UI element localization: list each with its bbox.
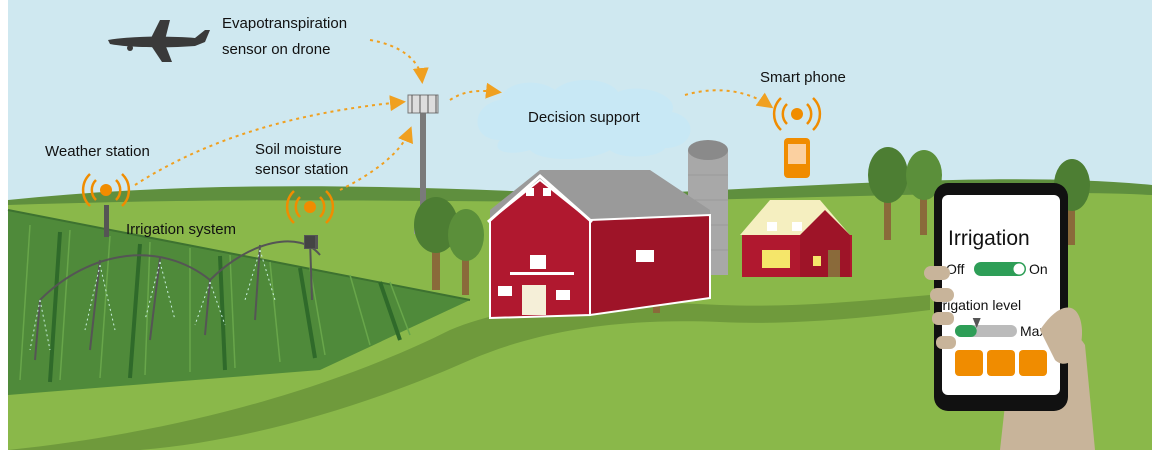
drone-icon xyxy=(108,20,210,62)
slider-fill xyxy=(955,325,977,337)
level-max-label: Max xyxy=(1020,323,1046,339)
arrow-drone-to-tower xyxy=(369,39,429,84)
weather-station-label: Weather station xyxy=(45,143,150,160)
phone-action-button-1[interactable] xyxy=(955,350,983,376)
irrigation-system-label: Irrigation system xyxy=(126,221,236,238)
phone-action-button-3[interactable] xyxy=(1019,350,1047,376)
finger xyxy=(924,266,950,280)
weather-station xyxy=(81,173,131,237)
signal-dot-icon xyxy=(304,201,316,213)
dirt-path xyxy=(8,295,930,450)
soil-moisture-label-line2: sensor station xyxy=(255,161,348,178)
irrigation-toggle[interactable] xyxy=(974,262,1026,276)
toggle-on-label: On xyxy=(1029,261,1048,277)
smart-phone-label: Smart phone xyxy=(760,69,846,86)
data-flow-arrows xyxy=(134,39,774,191)
finger xyxy=(930,288,954,302)
slider-thumb-icon[interactable] xyxy=(972,318,981,328)
decision-support-label: Decision support xyxy=(528,109,641,126)
soil-moisture-label-line1: Soil moisture xyxy=(255,141,342,158)
signal-dot-icon xyxy=(100,184,112,196)
signal-waves-icon xyxy=(90,179,122,201)
signal-waves-icon xyxy=(294,196,326,218)
hand-with-phone: Irrigation Off On Irrigation level Max xyxy=(924,183,1095,450)
arrow-weather-to-tower xyxy=(134,95,406,186)
phone-action-button-2[interactable] xyxy=(987,350,1015,376)
phone-app-title: Irrigation xyxy=(948,227,1030,250)
red-barn xyxy=(487,170,711,320)
farmhouse xyxy=(740,200,852,277)
finger xyxy=(932,312,954,325)
thumb xyxy=(1040,307,1083,364)
arrow-soil-to-tower xyxy=(339,126,413,191)
toggle-off-label: Off xyxy=(946,261,965,277)
finger xyxy=(936,336,956,349)
drone-label-line1: Evapotranspiration xyxy=(222,15,347,32)
smartphone-icon xyxy=(772,97,822,178)
soil-moisture-station xyxy=(285,190,335,248)
drone-label-line2: sensor on drone xyxy=(222,41,330,58)
irrigation-level-slider[interactable] xyxy=(955,318,1017,337)
decision-support-cloud xyxy=(477,80,691,159)
irrigation-level-label: Irrigation level xyxy=(934,297,1021,313)
